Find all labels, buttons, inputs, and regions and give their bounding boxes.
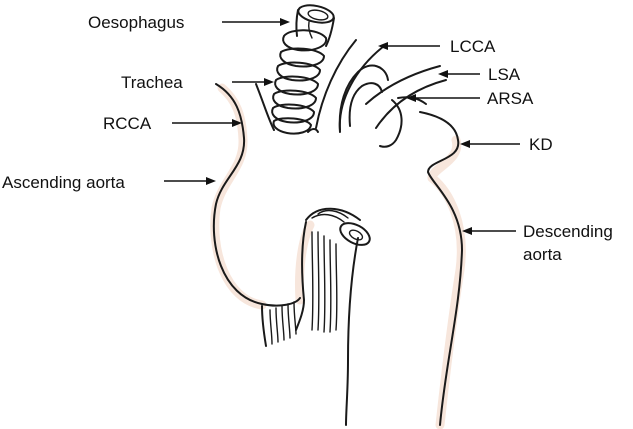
oesophagus-structure bbox=[295, 4, 335, 47]
arsa-behind-segment bbox=[379, 99, 403, 148]
lower-hatch-2 bbox=[275, 307, 279, 343]
lsa-lower-wall bbox=[375, 79, 447, 129]
hatch-4 bbox=[329, 239, 332, 333]
label-lsa: LSA bbox=[488, 65, 521, 84]
mid-cut-left-wall bbox=[295, 221, 307, 331]
arrow-head-rcca bbox=[232, 119, 242, 127]
arrow-head-kd bbox=[460, 140, 470, 148]
oesophagus-left-wall bbox=[295, 9, 299, 37]
label-trachea: Trachea bbox=[121, 73, 183, 92]
trachea-ring-7 bbox=[272, 117, 312, 135]
hatch-2 bbox=[317, 231, 320, 331]
rcca-inner-wall bbox=[255, 83, 275, 131]
arsa-vessel bbox=[338, 64, 427, 148]
label-kd: KD bbox=[529, 135, 553, 154]
aorta-outline bbox=[212, 83, 463, 426]
shade-ascending bbox=[210, 83, 267, 310]
oesophagus-inner-opening bbox=[307, 9, 329, 21]
lower-left-outer bbox=[261, 305, 267, 347]
hatch-5 bbox=[335, 243, 338, 331]
label-arsa: ARSA bbox=[487, 89, 534, 108]
mid-cut-top-wall bbox=[305, 207, 361, 221]
vessel-shading bbox=[210, 83, 466, 429]
shade-inner-arch bbox=[295, 220, 315, 305]
shade-descending bbox=[427, 135, 466, 429]
hatch-3 bbox=[323, 235, 326, 333]
label-ascending-aorta: Ascending aorta bbox=[2, 173, 125, 192]
arch-top-between-branches bbox=[307, 128, 319, 133]
arrow-head-trachea bbox=[264, 78, 274, 86]
mid-cut-opening bbox=[339, 222, 371, 246]
arrow-head-lsa bbox=[438, 70, 448, 78]
label-descending-aorta-line1: Descending bbox=[523, 222, 613, 241]
mid-cut-fold-1 bbox=[311, 213, 345, 223]
arsa-loop-outer bbox=[338, 64, 389, 133]
hatch-1 bbox=[311, 231, 314, 331]
label-descending-aorta-line2: aorta bbox=[523, 245, 562, 264]
diagram-labels: Oesophagus Trachea RCCA Ascending aorta … bbox=[2, 13, 613, 264]
arrow-head-lcca bbox=[378, 42, 388, 50]
lower-hatch-1 bbox=[269, 309, 273, 345]
arrow-head-arsa bbox=[406, 94, 416, 102]
mid-cut-vessel bbox=[295, 207, 371, 333]
label-lcca: LCCA bbox=[450, 37, 496, 56]
arsa-loop-inner bbox=[348, 82, 383, 127]
lower-hatch-4 bbox=[287, 303, 291, 339]
oesophagus-right-wall bbox=[325, 17, 335, 47]
label-oesophagus: Oesophagus bbox=[88, 13, 184, 32]
ascending-aorta-base bbox=[261, 297, 301, 307]
trachea-structure bbox=[271, 29, 328, 135]
kd-descending-wall bbox=[419, 111, 463, 426]
mid-cut-inner bbox=[348, 229, 364, 241]
mid-cut-fold-2 bbox=[317, 209, 349, 219]
descending-left-wall bbox=[345, 237, 359, 426]
lower-left-structure bbox=[261, 301, 297, 347]
arrow-head-ascending-aorta bbox=[206, 177, 216, 185]
rcca-ascending-wall bbox=[212, 83, 263, 305]
arrow-head-oesophagus bbox=[280, 18, 290, 26]
lsa-upper-wall bbox=[365, 65, 441, 105]
oesophagus-top-opening bbox=[297, 4, 335, 24]
trachea-ring-1 bbox=[282, 29, 328, 52]
label-rcca: RCCA bbox=[103, 114, 152, 133]
trachea-ring-2 bbox=[279, 47, 325, 68]
lcca-left-wall bbox=[315, 39, 357, 129]
pointer-arrows bbox=[164, 18, 520, 235]
lower-hatch-5 bbox=[293, 301, 297, 335]
arrow-head-descending-aorta bbox=[462, 227, 472, 235]
lower-hatch-3 bbox=[281, 305, 285, 341]
